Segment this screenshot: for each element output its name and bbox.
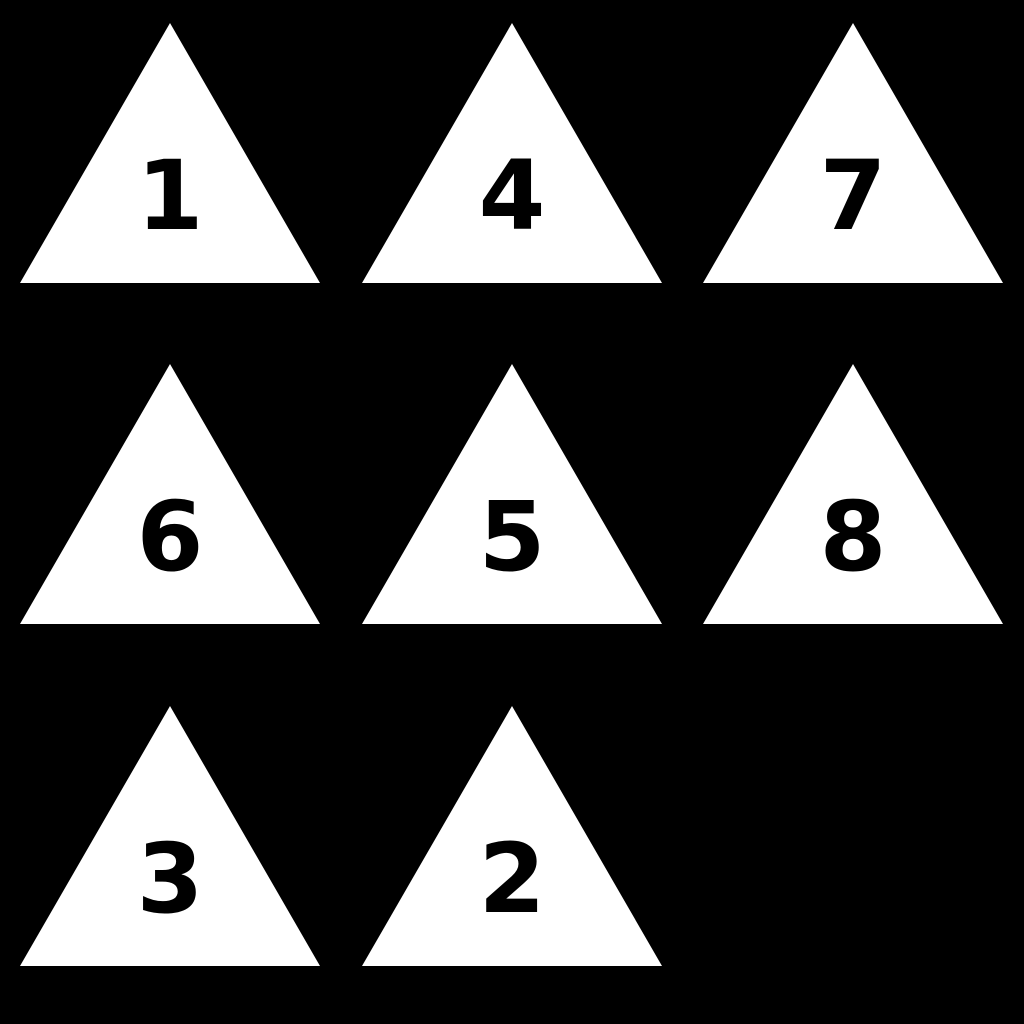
- triangle-shape: [362, 364, 662, 624]
- tile-number: 8: [819, 481, 887, 593]
- tile-number: 5: [478, 481, 546, 593]
- triangle-tile-6[interactable]: 6: [20, 364, 320, 624]
- triangle-shape: [20, 706, 320, 966]
- triangle-shape: [362, 23, 662, 283]
- triangle-shape: [362, 706, 662, 966]
- triangle-tile-5[interactable]: 5: [362, 364, 662, 624]
- triangle-tile-8[interactable]: 8: [703, 364, 1003, 624]
- tile-number: 4: [478, 140, 546, 252]
- triangle-tile-7[interactable]: 7: [703, 23, 1003, 283]
- triangle-shape: [703, 23, 1003, 283]
- triangle-shape: [20, 23, 320, 283]
- tile-number: 2: [478, 823, 546, 935]
- tile-number: 3: [136, 823, 204, 935]
- triangle-tile-4[interactable]: 4: [362, 23, 662, 283]
- tile-number: 7: [819, 140, 887, 252]
- tile-number: 1: [136, 140, 204, 252]
- tile-number: 6: [136, 481, 204, 593]
- triangle-tile-1[interactable]: 1: [20, 23, 320, 283]
- triangle-tile-3[interactable]: 3: [20, 706, 320, 966]
- empty-slot[interactable]: [703, 706, 1003, 966]
- triangle-shape: [703, 364, 1003, 624]
- triangle-tile-2[interactable]: 2: [362, 706, 662, 966]
- triangle-shape: [20, 364, 320, 624]
